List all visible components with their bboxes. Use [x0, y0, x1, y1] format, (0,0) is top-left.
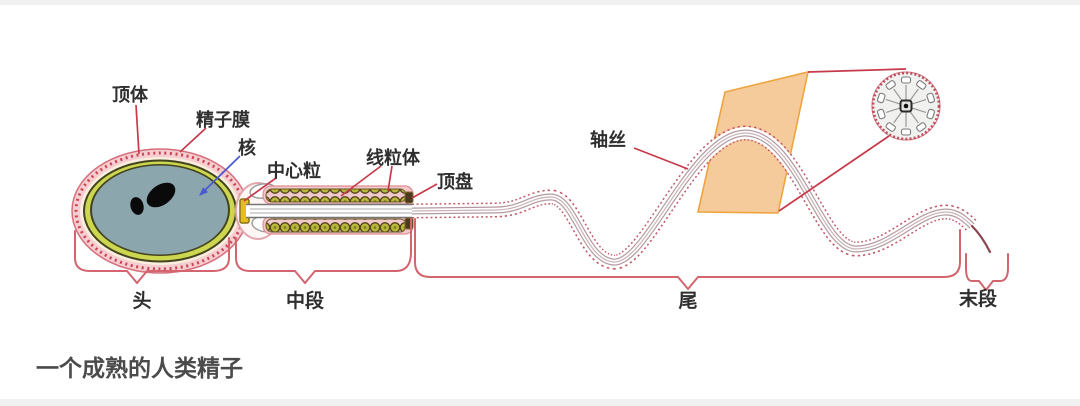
midpiece-bracket [235, 218, 412, 284]
acrosome-label: 顶体 [112, 84, 149, 106]
diagram-caption: 一个成熟的人类精子 [36, 355, 243, 382]
acrosome-leader [135, 104, 140, 155]
tail-bracket [414, 218, 961, 290]
tail-center-line [411, 132, 973, 263]
nucleus-label: 核 [238, 137, 256, 159]
section-connector-top [807, 68, 907, 73]
mitochondria-row-bottom [265, 218, 407, 233]
midpiece-group [246, 185, 414, 235]
section-plane [697, 70, 810, 214]
end-disc-leader [411, 183, 438, 199]
head-bracket [74, 230, 230, 284]
axoneme-leader [633, 147, 689, 170]
end-piece-bracket [965, 253, 1009, 291]
mitochondria-label: 线粒体 [366, 147, 421, 169]
cross-section-membrane-dotted [871, 71, 941, 141]
centriole-label: 中心粒 [267, 160, 321, 182]
mitochondria-row-top [265, 188, 407, 203]
nucleus-vacuole-large [146, 182, 176, 208]
nucleus-arrowhead [199, 187, 208, 196]
head-group [71, 148, 249, 274]
end-disc-label: 顶盘 [437, 171, 473, 193]
nucleus-leader [200, 155, 241, 195]
sperm-membrane-label: 精子膜 [196, 109, 250, 131]
nucleus-body [92, 165, 228, 255]
nucleus-vacuole-small [130, 197, 144, 215]
bottom-border [0, 399, 1080, 406]
tail-fiber-gray [411, 129, 975, 266]
midpiece-region-label: 中段 [286, 289, 325, 312]
axoneme-channel [246, 204, 414, 218]
tail-group [411, 125, 992, 270]
head-region-label: 头 [132, 290, 151, 312]
top-border [0, 0, 1080, 5]
end-piece-region-label: 末段 [959, 287, 998, 310]
axoneme-cross-section [871, 71, 941, 141]
mitochondria-leader-2 [387, 165, 393, 192]
centriole-leader [243, 177, 277, 202]
axoneme-label: 轴丝 [590, 129, 626, 151]
central-pair-dot [903, 103, 909, 109]
tail-end-piece [970, 224, 992, 254]
mitochondria-leader-1 [340, 165, 382, 197]
sperm-membrane-leader [179, 127, 207, 153]
tail-region-label: 尾 [678, 290, 697, 312]
section-connector-bottom [778, 135, 890, 212]
